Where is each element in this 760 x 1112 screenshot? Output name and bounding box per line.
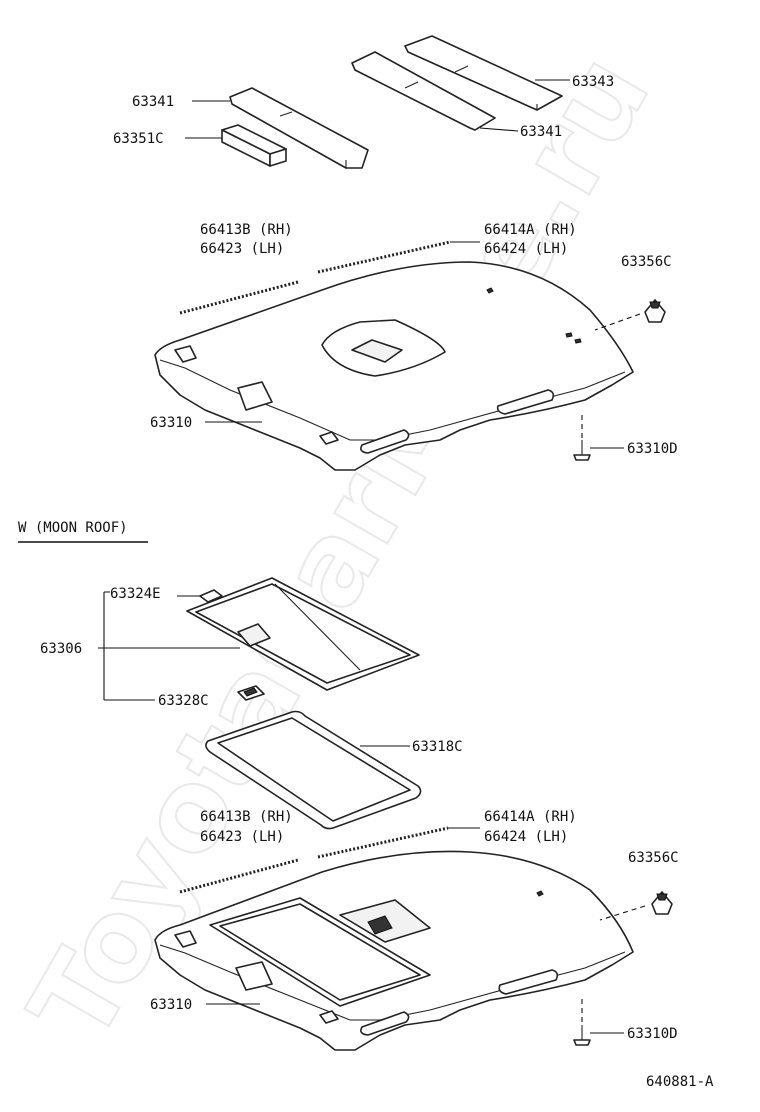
- clip-63310d[interactable]: [573, 440, 591, 461]
- label-63341-right: 63341: [520, 124, 562, 140]
- top-section: 63341 63351C 63343 63341 66413B (RH) 664…: [113, 35, 678, 471]
- label-63310-moonroof: 63310: [150, 997, 192, 1013]
- moonroof-section: 63324E 63306 63328C 63318C 66413B (RH) 6…: [40, 577, 679, 1051]
- clip-63356c-moonroof[interactable]: [651, 891, 673, 915]
- handle-63328c[interactable]: [237, 685, 265, 701]
- weatherstrip-63318c[interactable]: [205, 710, 422, 830]
- label-66424-moonroof: 66424 (LH): [484, 829, 568, 845]
- clip-63356c[interactable]: [644, 299, 666, 323]
- label-66424: 66424 (LH): [484, 241, 568, 257]
- label-63318c: 63318C: [412, 739, 463, 755]
- clip-63356c-leader: [594, 313, 641, 331]
- leader-63341-right: [479, 127, 519, 132]
- silencer-pad-63343[interactable]: [404, 35, 563, 111]
- label-66414a: 66414A (RH): [484, 222, 577, 238]
- leader-63306-bracket: [98, 591, 240, 701]
- clip-63310d-moonroof[interactable]: [573, 1025, 591, 1046]
- clip-63324e[interactable]: [199, 589, 223, 603]
- clip-63356c-moonroof-leader: [599, 905, 646, 921]
- silencer-pad-63341-right[interactable]: [351, 51, 496, 131]
- label-63306: 63306: [40, 641, 82, 657]
- label-63324e: 63324E: [110, 586, 161, 602]
- retainer-strip-66413b-moonroof[interactable]: [179, 858, 299, 894]
- label-66413b: 66413B (RH): [200, 222, 293, 238]
- retainer-strip-66413b[interactable]: [179, 280, 299, 315]
- label-66414a-moonroof: 66414A (RH): [484, 809, 577, 825]
- moonroof-heading: W (MOON ROOF): [18, 520, 148, 543]
- headlining-63310-moonroof[interactable]: [154, 850, 634, 1051]
- label-66423-moonroof: 66423 (LH): [200, 829, 284, 845]
- sunshade-63306[interactable]: [186, 577, 420, 691]
- foam-block-63351c[interactable]: [221, 124, 287, 167]
- silencer-pad-63341-left[interactable]: [229, 87, 369, 169]
- label-63351c: 63351C: [113, 131, 164, 147]
- label-63341-left: 63341: [132, 94, 174, 110]
- label-63310d-moonroof: 63310D: [627, 1026, 678, 1042]
- retainer-strip-66414a[interactable]: [317, 240, 451, 274]
- label-66423: 66423 (LH): [200, 241, 284, 257]
- label-63328c: 63328C: [158, 693, 209, 709]
- label-66413b-moonroof: 66413B (RH): [200, 809, 293, 825]
- headlining-63310[interactable]: [154, 261, 634, 471]
- drawing-code: 640881-A: [646, 1074, 714, 1090]
- label-63356c: 63356C: [621, 254, 672, 270]
- label-63310: 63310: [150, 415, 192, 431]
- section-title: W (MOON ROOF): [18, 520, 128, 536]
- label-63356c-moonroof: 63356C: [628, 850, 679, 866]
- label-63343: 63343: [572, 74, 614, 90]
- label-63310d: 63310D: [627, 441, 678, 457]
